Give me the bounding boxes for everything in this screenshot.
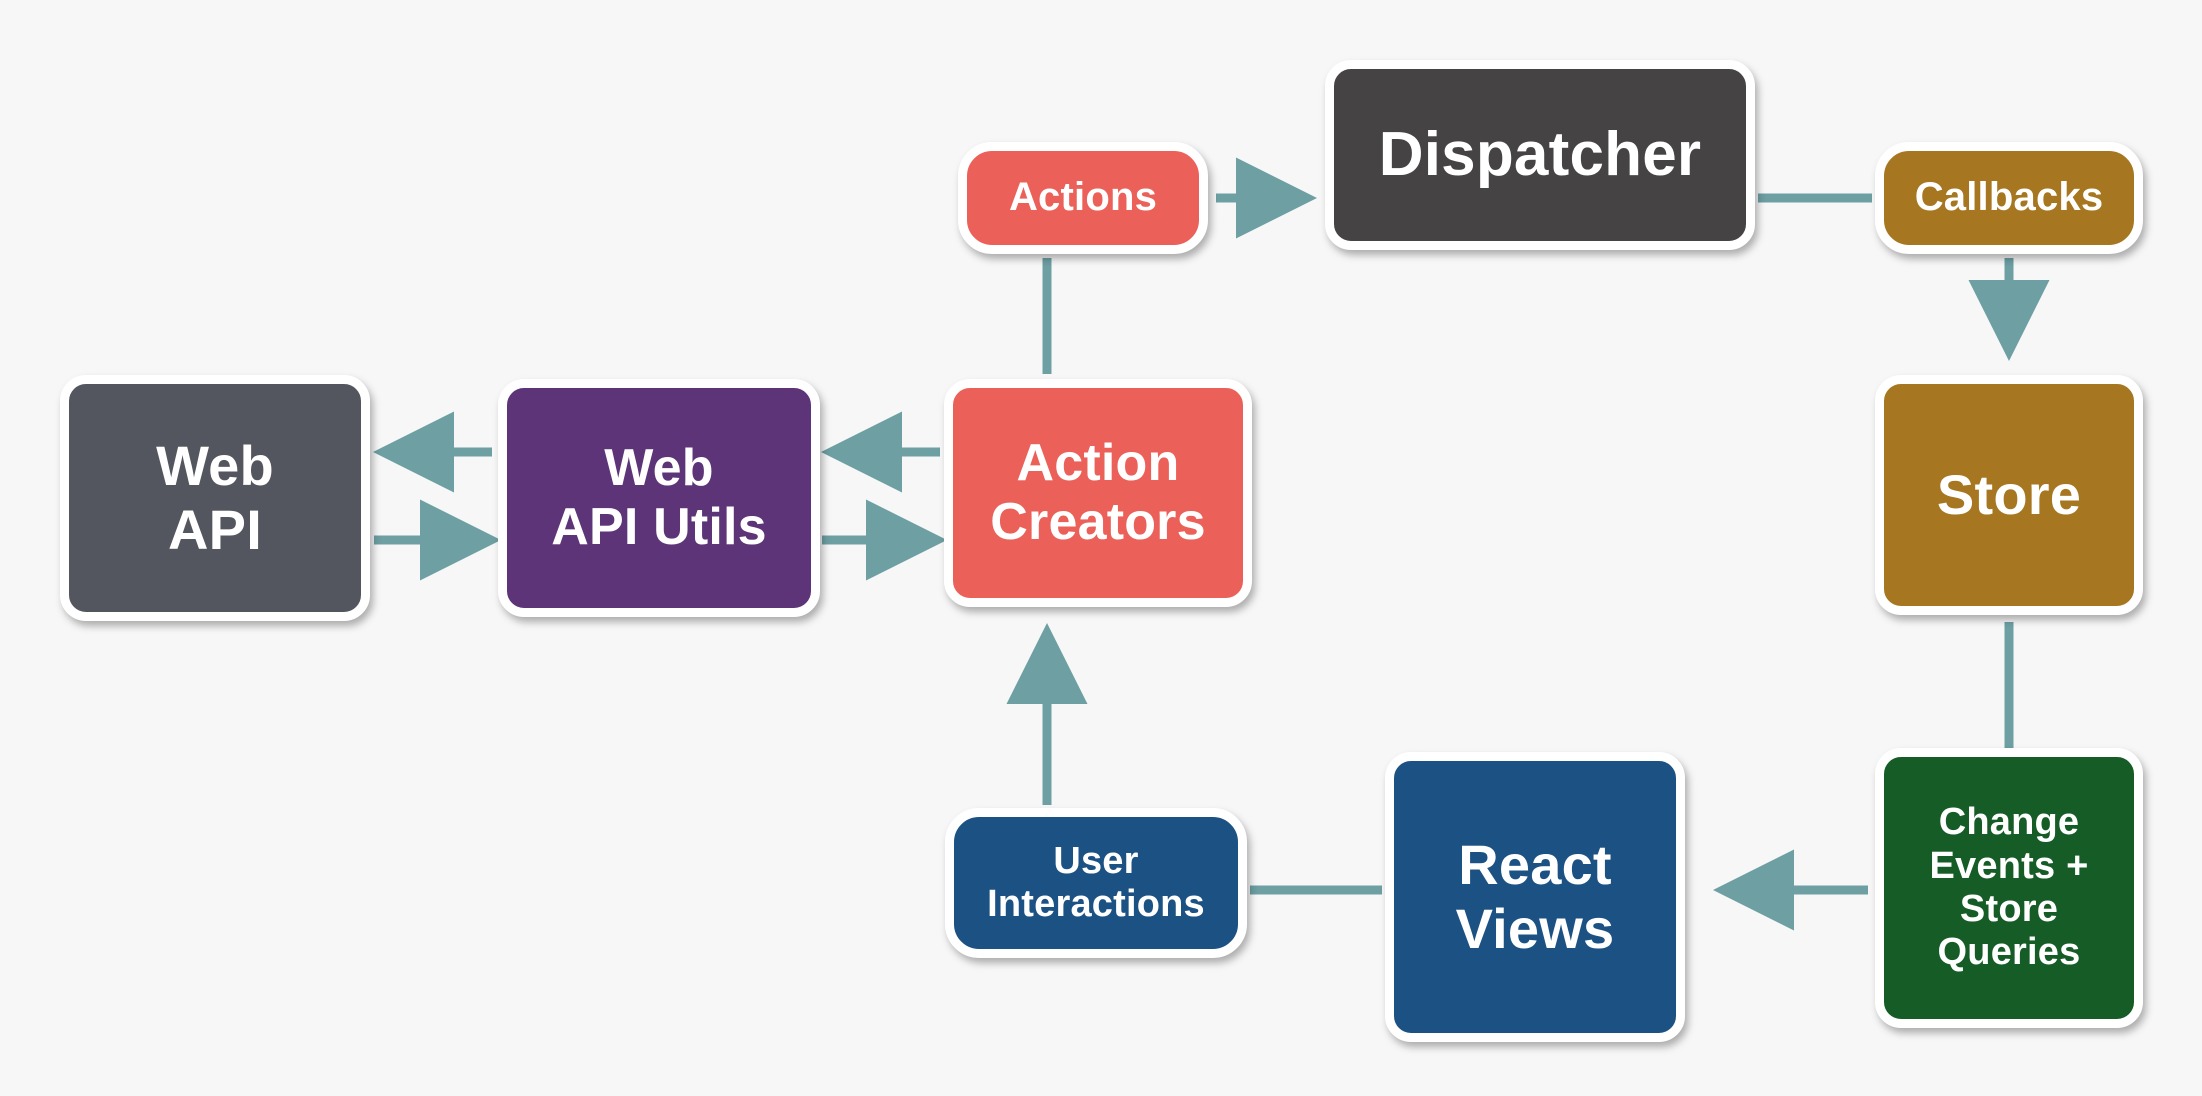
node-web-api-label: Web API <box>156 434 274 561</box>
node-change-events-store-queries[interactable]: Change Events + Store Queries <box>1875 748 2143 1028</box>
node-callbacks[interactable]: Callbacks <box>1875 142 2143 254</box>
node-actions[interactable]: Actions <box>958 142 1208 254</box>
node-callbacks-label: Callbacks <box>1914 175 2104 220</box>
node-change-events-store-queries-label: Change Events + Store Queries <box>1929 801 2089 974</box>
node-store-label: Store <box>1936 463 2082 527</box>
node-user-interactions[interactable]: User Interactions <box>945 808 1247 958</box>
node-dispatcher[interactable]: Dispatcher <box>1325 60 1755 250</box>
node-web-api-utils[interactable]: Web API Utils <box>498 379 820 617</box>
node-action-creators[interactable]: Action Creators <box>944 379 1252 607</box>
node-react-views-label: React Views <box>1455 833 1615 960</box>
node-user-interactions-label: User Interactions <box>987 839 1205 925</box>
node-web-api[interactable]: Web API <box>60 375 370 621</box>
node-store[interactable]: Store <box>1875 375 2143 615</box>
node-react-views[interactable]: React Views <box>1385 752 1685 1042</box>
node-dispatcher-label: Dispatcher <box>1378 119 1702 189</box>
node-actions-label: Actions <box>1008 175 1158 220</box>
node-action-creators-label: Action Creators <box>990 433 1206 551</box>
node-web-api-utils-label: Web API Utils <box>551 438 767 556</box>
